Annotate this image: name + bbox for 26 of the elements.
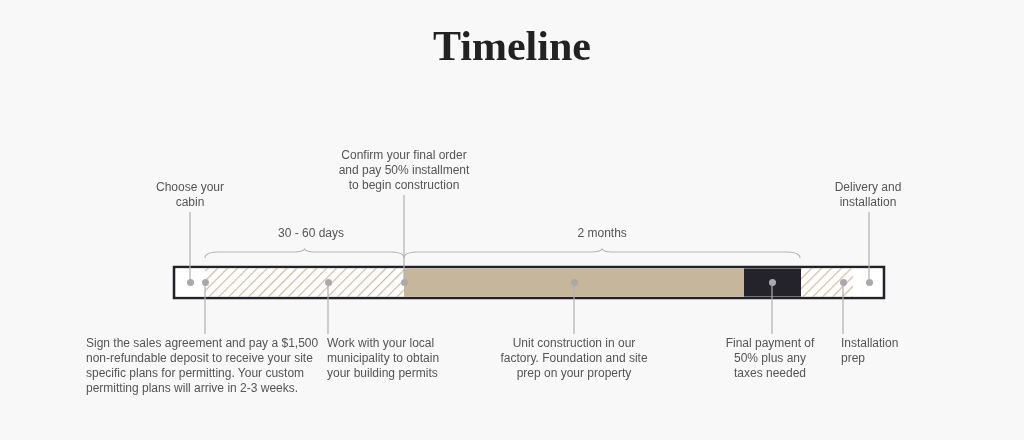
duration-label: 30 - 60 days	[278, 226, 345, 241]
leader-line	[771, 285, 773, 335]
step-label: Delivery and installation	[818, 180, 918, 210]
step-label: Final payment of 50% plus any taxes needed	[722, 336, 818, 381]
leader-line	[189, 211, 191, 280]
leader-line	[868, 211, 870, 280]
duration-label: 2 months	[577, 226, 627, 241]
leader-line	[573, 285, 575, 335]
step-label: Work with your local municipality to obtain your building permits	[327, 336, 463, 381]
step-label: Sign the sales agreement and pay a $1,500 non-refundable deposit to receive your site specific plans for permitting. Your custom permitting plans will arrive in 2-3 weeks.	[86, 336, 322, 396]
dot-icon	[570, 279, 578, 286]
dot-icon	[839, 279, 847, 286]
leader-line	[403, 194, 405, 280]
dot-icon	[186, 279, 194, 286]
title: Timeline	[432, 22, 592, 70]
dot-icon	[324, 279, 332, 286]
step-label: Installation prep	[841, 336, 921, 366]
dot-icon	[201, 279, 209, 286]
leader-line	[204, 285, 206, 335]
step-label: Unit construction in our factory. Foundation and site prep on your property	[494, 336, 654, 381]
step-label: Confirm your final order and pay 50% installment to begin construction	[332, 148, 476, 193]
step-label: Choose your cabin	[155, 180, 225, 210]
dot-icon	[400, 279, 408, 286]
dot-icon	[865, 279, 873, 286]
leader-line	[842, 285, 844, 335]
dot-icon	[768, 279, 776, 286]
